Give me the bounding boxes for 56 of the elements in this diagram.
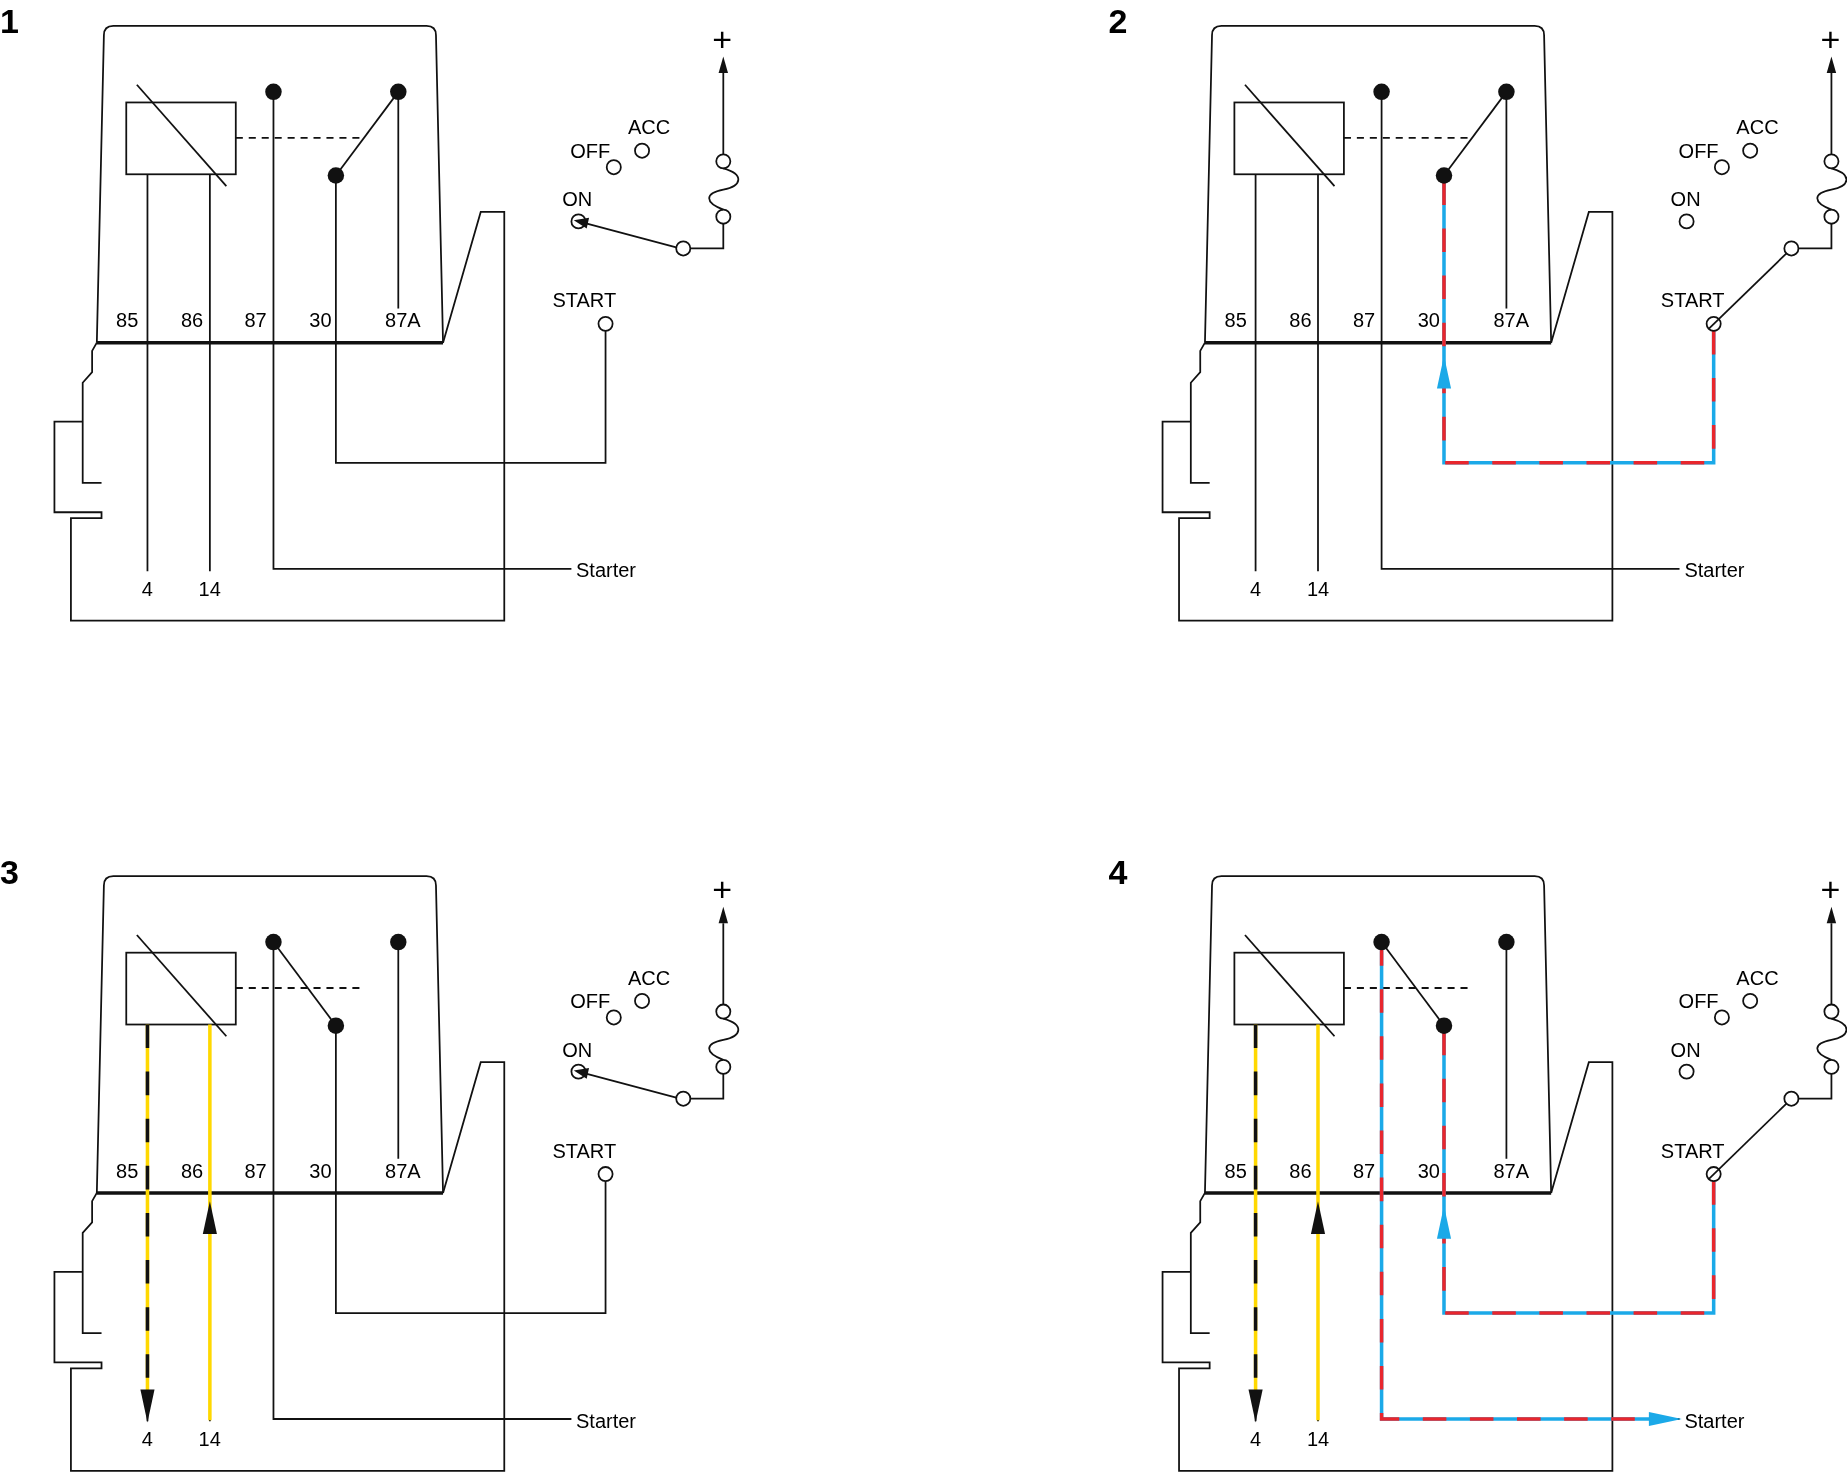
pin-label: 87A [385,310,421,331]
switch-position-label: START [552,1140,617,1161]
pin-label: 30 [1417,1160,1440,1181]
switch-position-label: START [1660,1140,1725,1161]
pin-label: 85 [1224,310,1247,331]
switch-position-label: ON [562,189,593,210]
switch-position-label: START [552,290,617,311]
pin-label: 87 [1352,1160,1376,1181]
pin-label: 30 [309,1160,332,1181]
pin-label: 30 [1417,310,1440,331]
switch-position-label: OFF [1678,140,1719,161]
pin-label: 87A [385,1160,421,1181]
panel-number: 2 [1108,4,1128,39]
wire-label: Starter [576,560,637,581]
panel-number: 3 [0,854,19,889]
pin-label: 87 [244,1160,267,1181]
wire-label: 14 [198,1429,221,1450]
wire-label: 4 [1250,578,1262,599]
wire-label: Starter [576,1410,637,1431]
switch-position-label: ON [1670,1039,1701,1060]
switch-position-label: ACC [627,967,671,988]
pin-label: 85 [1224,1160,1247,1181]
switch-position-label: OFF [570,140,611,161]
switch-position-label: OFF [570,991,611,1012]
pin-label: 85 [116,310,139,331]
wire-label: 4 [141,1429,153,1450]
switch-position-label: ON [1670,189,1701,210]
switch-position-label: ACC [1736,117,1779,138]
wire-label: 14 [198,578,221,599]
pin-label: 87A [1493,1160,1530,1181]
pin-label: 30 [309,310,332,331]
switch-position-label: OFF [1678,991,1719,1012]
wire-label: Starter [1684,560,1745,581]
wire-label: 14 [1306,578,1330,599]
pin-label: 86 [180,310,204,331]
panel-number: 1 [0,4,19,39]
plus-sign: + [712,21,732,56]
pin-label: 86 [180,1160,204,1181]
wire-label: 4 [141,578,153,599]
pin-label: 87 [1352,310,1376,331]
plus-sign: + [1820,872,1841,907]
switch-position-label: ON [562,1039,593,1060]
pin-label: 87A [1493,310,1530,331]
pin-label: 85 [116,1160,139,1181]
wire-label: 4 [1250,1429,1262,1450]
switch-position-label: START [1660,290,1725,311]
panel-number: 4 [1108,854,1128,889]
switch-position-label: ACC [1736,967,1779,988]
plus-sign: + [712,872,732,907]
pin-label: 86 [1289,310,1312,331]
switch-position-label: ACC [627,117,671,138]
wire-label: Starter [1684,1410,1745,1431]
plus-sign: + [1820,21,1841,56]
pin-label: 87 [244,310,267,331]
pin-label: 86 [1289,1160,1312,1181]
wire-label: 14 [1306,1429,1330,1450]
